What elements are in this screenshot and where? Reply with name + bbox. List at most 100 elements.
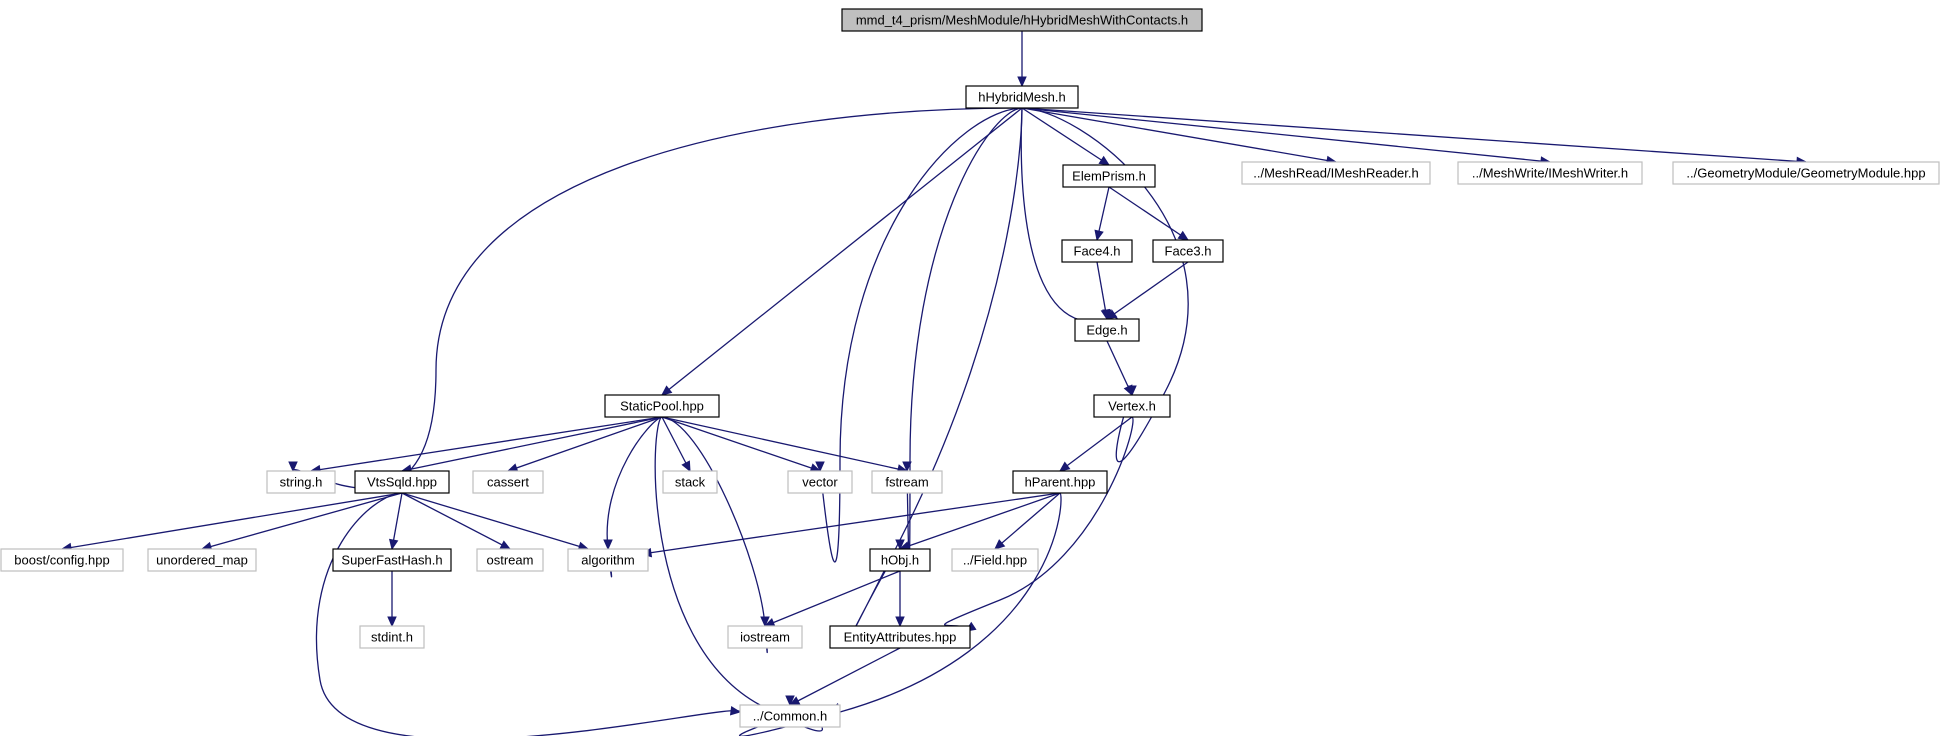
node-label: hObj.h — [881, 552, 919, 567]
edge-line — [994, 492, 1061, 550]
edge-line — [61, 492, 403, 550]
node-label: ../MeshWrite/IMeshWriter.h — [1472, 165, 1628, 180]
node-superfast[interactable]: SuperFastHash.h — [332, 548, 452, 572]
edge-vtssqld-to-boostcfg — [60, 492, 403, 553]
edge-line — [1021, 107, 1110, 166]
node-label: ../GeometryModule/GeometryModule.hpp — [1686, 165, 1925, 180]
edge-line — [1096, 261, 1108, 320]
arrowhead — [729, 706, 742, 716]
node-box — [1093, 394, 1171, 418]
node-box — [869, 548, 931, 572]
edge-staticpool-to-fstream — [661, 416, 909, 474]
node-box — [266, 470, 336, 494]
node-face3[interactable]: Face3.h — [1152, 239, 1224, 263]
edge-face3-to-edge — [1105, 261, 1189, 320]
edge-entattr-to-common — [788, 647, 901, 706]
edge-hparent-to-field — [994, 492, 1061, 550]
node-elemprism[interactable]: ElemPrism.h — [1062, 164, 1156, 188]
edge-line — [641, 492, 1061, 555]
node-ostream: ostream — [476, 548, 544, 572]
edge-line — [401, 492, 511, 550]
node-hhm[interactable]: hHybridMesh.h — [965, 85, 1079, 109]
arrowhead — [388, 538, 399, 551]
edge-line — [315, 492, 741, 736]
node-entattr[interactable]: EntityAttributes.hpp — [829, 625, 971, 649]
edge-line — [654, 416, 824, 732]
node-edge[interactable]: Edge.h — [1074, 318, 1140, 342]
node-box — [1062, 164, 1156, 188]
edge-line — [661, 416, 908, 472]
node-box — [965, 85, 1079, 109]
node-stringh: string.h — [266, 470, 336, 494]
node-root[interactable]: mmd_t4_prism/MeshModule/hHybridMeshWithC… — [841, 8, 1203, 32]
edge-hhm-to-imeshwriter — [1021, 107, 1552, 166]
edge-hhm-to-stringh — [288, 107, 1023, 490]
edge-hobj-to-entattr — [895, 571, 905, 628]
edge-staticpool-to-stack — [661, 416, 691, 473]
arrowhead — [785, 695, 795, 707]
node-box — [354, 470, 450, 494]
arrowhead — [603, 539, 613, 551]
node-box — [727, 625, 803, 649]
arrowhead — [1100, 308, 1111, 321]
node-label: unordered_map — [156, 552, 248, 567]
edge-line — [1021, 107, 1807, 163]
node-box — [0, 548, 124, 572]
edge-hhm-to-edge — [1020, 107, 1121, 327]
arrowhead — [1177, 230, 1190, 241]
node-fstream: fstream — [871, 470, 943, 494]
arrowhead — [815, 461, 825, 473]
node-staticpool[interactable]: StaticPool.hpp — [604, 394, 720, 418]
edge-hparent-to-hobj — [898, 492, 1061, 551]
node-cassert: cassert — [472, 470, 544, 494]
node-box — [476, 548, 544, 572]
node-label: SuperFastHash.h — [341, 552, 442, 567]
edge-hhm-to-hobj — [845, 107, 1023, 647]
node-vtssqld[interactable]: VtsSqld.hpp — [354, 470, 450, 494]
edge-staticpool-to-common — [654, 416, 824, 732]
edge-line — [310, 416, 663, 472]
arrowhead — [1098, 155, 1111, 166]
arrowhead — [499, 540, 512, 550]
node-imeshreader: ../MeshRead/IMeshReader.h — [1241, 161, 1431, 185]
node-field: ../Field.hpp — [951, 548, 1039, 572]
node-label: hHybridMesh.h — [978, 89, 1065, 104]
node-box — [829, 625, 971, 649]
node-label: EntityAttributes.hpp — [844, 629, 957, 644]
edge-vtssqld-to-unordmap — [200, 492, 403, 552]
edge-line — [661, 416, 821, 472]
node-hparent[interactable]: hParent.hpp — [1012, 470, 1108, 494]
node-face4[interactable]: Face4.h — [1061, 239, 1133, 263]
edge-line — [764, 570, 901, 627]
node-label: ../Common.h — [753, 708, 827, 723]
edge-hhm-to-vector — [815, 107, 1023, 563]
edge-line — [661, 416, 691, 472]
node-label: cassert — [487, 474, 529, 489]
node-label: vector — [802, 474, 838, 489]
edge-superfast-to-stdint — [387, 571, 397, 628]
node-label: ostream — [487, 552, 534, 567]
arrowhead — [902, 461, 912, 473]
arrowhead — [895, 616, 905, 628]
edge-staticpool-to-vtssqld — [400, 416, 663, 474]
node-label: ../MeshRead/IMeshReader.h — [1253, 165, 1418, 180]
arrowhead — [288, 461, 298, 473]
node-label: boost/config.hpp — [14, 552, 109, 567]
node-box — [841, 8, 1203, 32]
node-vertex[interactable]: Vertex.h — [1093, 394, 1171, 418]
edge-line — [906, 107, 1023, 563]
edge-root-to-hhm — [1017, 31, 1027, 88]
node-boostcfg: boost/config.hpp — [0, 548, 124, 572]
edge-vtssqld-to-superfast — [388, 492, 403, 551]
arrowhead — [994, 539, 1006, 550]
node-box — [1061, 239, 1133, 263]
node-label: mmd_t4_prism/MeshModule/hHybridMeshWithC… — [856, 12, 1188, 27]
arrowhead — [760, 616, 770, 628]
node-label: Vertex.h — [1108, 398, 1156, 413]
arrowhead — [681, 460, 691, 473]
edge-line — [1021, 107, 1337, 163]
arrowhead — [1123, 384, 1133, 397]
edge-line — [507, 416, 663, 472]
node-label: string.h — [280, 474, 323, 489]
node-hobj[interactable]: hObj.h — [869, 548, 931, 572]
